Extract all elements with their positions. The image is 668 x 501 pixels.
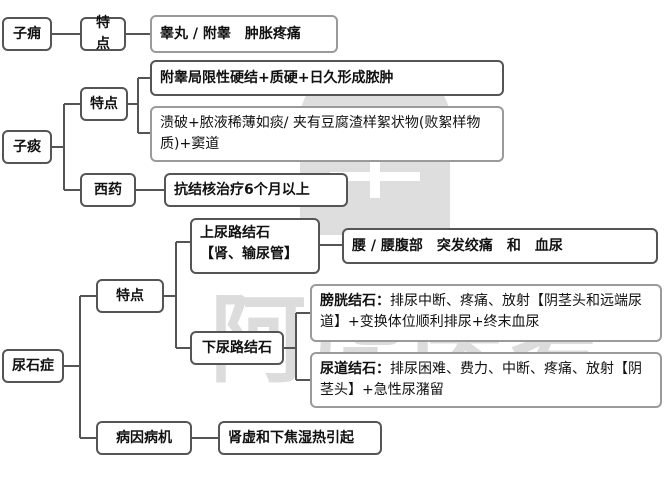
bladder-stone-node: 膀胱结石：排尿中断、疼痛、放射【阴茎头和远端尿道】+变换体位顺利排尿+终末血尿 [310, 284, 662, 342]
urethra-stone-label: 尿道结石： [320, 361, 390, 377]
urethra-stone-desc: 排尿困难、费力、中断、疼痛、放射【阴茎头】+急性尿潴留 [320, 361, 642, 398]
niaoshi-feature-label: 特点 [116, 287, 144, 304]
lower-stone-node: 下尿路结石 [190, 331, 284, 365]
zitan-root-node: 子痰 [2, 130, 52, 164]
niaoshi-label: 尿石症 [12, 357, 54, 374]
zitan-western-label: 西药 [94, 181, 122, 198]
bladder-stone-label: 膀胱结石： [320, 293, 390, 309]
zitan-feature-2-text: 溃破+脓液稀薄如痰/ 夹有豆腐渣样絮状物(败絮样物质)+窦道 [160, 115, 481, 152]
zitong-feature-label: 特点 [96, 15, 110, 52]
cause-text: 肾虚和下焦湿热引起 [228, 429, 354, 446]
upper-stone-desc-node: 腰 / 腰腹部 突发绞痛 和 血尿 [342, 228, 658, 264]
zitong-label: 子痈 [13, 25, 41, 42]
zitan-label: 子痰 [13, 138, 41, 155]
cause-node: 肾虚和下焦湿热引起 [218, 421, 382, 455]
lower-stone-label: 下尿路结石 [202, 339, 272, 356]
zitan-western-label-node: 西药 [80, 173, 136, 207]
upper-stone-sublabel: 【肾、输尿管】 [200, 246, 298, 262]
upper-stone-label: 上尿路结石 [200, 225, 270, 241]
cause-label: 病因病机 [116, 429, 172, 446]
zitong-root-node: 子痈 [2, 17, 52, 51]
zitan-feature-label: 特点 [90, 95, 118, 112]
zitan-feature-1-node: 附睾局限性硬结+质硬+日久形成脓肿 [150, 60, 504, 96]
zitan-feature-2-node: 溃破+脓液稀薄如痰/ 夹有豆腐渣样絮状物(败絮样物质)+窦道 [150, 106, 504, 162]
bladder-stone-desc: 排尿中断、疼痛、放射【阴茎头和远端尿道】+变换体位顺利排尿+终末血尿 [320, 293, 642, 330]
zitan-feature-1-text: 附睾局限性硬结+质硬+日久形成脓肿 [160, 69, 394, 86]
cause-label-node: 病因病机 [96, 421, 192, 455]
zitan-feature-label-node: 特点 [80, 87, 128, 121]
upper-stone-desc: 腰 / 腰腹部 突发绞痛 和 血尿 [352, 237, 563, 254]
niaoshi-feature-label-node: 特点 [96, 279, 164, 313]
zitan-western-node: 抗结核治疗6个月以上 [164, 173, 348, 207]
niaoshi-root-node: 尿石症 [2, 349, 64, 383]
zitong-feature-label-node: 特点 [80, 15, 126, 52]
zitan-western-text: 抗结核治疗6个月以上 [174, 181, 310, 198]
urethra-stone-node: 尿道结石：排尿困难、费力、中断、疼痛、放射【阴茎头】+急性尿潴留 [310, 352, 662, 408]
upper-stone-node: 上尿路结石 【肾、输尿管】 [190, 218, 320, 274]
zitong-feature-node: 睾丸 / 附睾 肿胀疼痛 [150, 15, 338, 53]
zitong-feature-text: 睾丸 / 附睾 肿胀疼痛 [160, 25, 301, 42]
